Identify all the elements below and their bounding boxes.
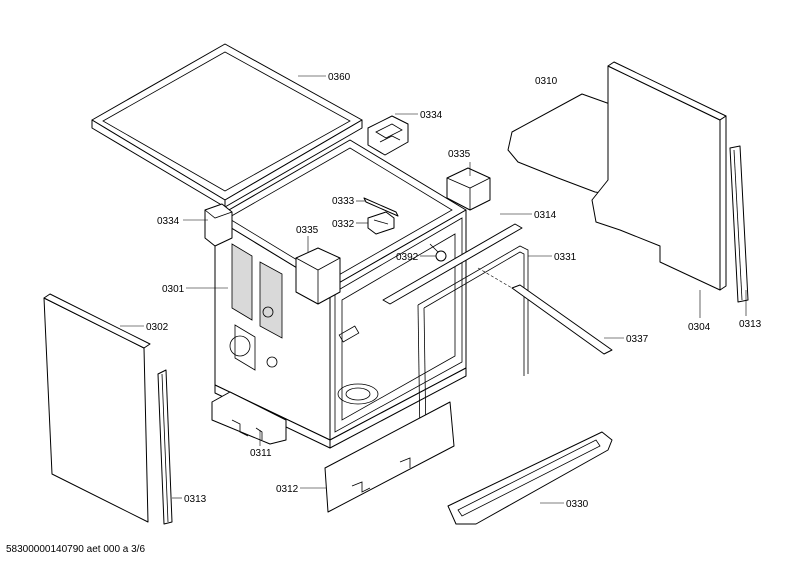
part-base-0311 [211,391,287,445]
callout-0335-left: 0335 [296,225,319,236]
part-rail-0314 [382,223,523,305]
callout-0313-right: 0313 [739,319,762,330]
leader-lines [120,75,747,504]
callout-0313-left: 0313 [184,494,207,505]
part-sidepanel-0302 [43,293,151,523]
callout-0304: 0304 [688,322,711,333]
part-corner-0335-right [446,167,491,211]
callout-0302: 0302 [146,322,169,333]
callout-0330: 0330 [566,499,589,510]
callout-0334-right: 0334 [420,110,443,121]
drawing-number: 58300000140790 aet 000 a 3/6 [6,544,145,555]
callout-0392: 0392 [396,252,419,263]
part-tray-0330 [447,431,613,525]
callout-0334-left: 0334 [157,216,180,227]
callout-0314: 0314 [534,210,557,221]
callout-0331: 0331 [554,252,577,263]
part-strip-0313-left [157,369,173,525]
callout-0337: 0337 [626,334,649,345]
part-rail-0337 [477,267,613,355]
part-base-0312 [324,401,455,513]
part-corner-0335-left [295,247,341,305]
part-strip-0313-right [729,145,749,303]
callout-0332: 0332 [332,219,355,230]
part-clip-0333 [363,197,399,217]
callout-0333: 0333 [332,196,355,207]
callout-0311: 0311 [250,448,272,459]
callout-0310: 0310 [535,76,558,87]
callout-0360: 0360 [328,72,351,83]
part-nozzle-0392 [429,243,447,262]
callout-0312: 0312 [276,484,299,495]
part-worktop-0360 [91,43,363,208]
part-sidepanel-0304 [591,61,727,291]
callout-0301: 0301 [162,284,185,295]
callout-0335-right: 0335 [448,149,471,160]
part-bracket-0334-right [367,115,409,156]
part-bracket-0332 [367,211,395,235]
